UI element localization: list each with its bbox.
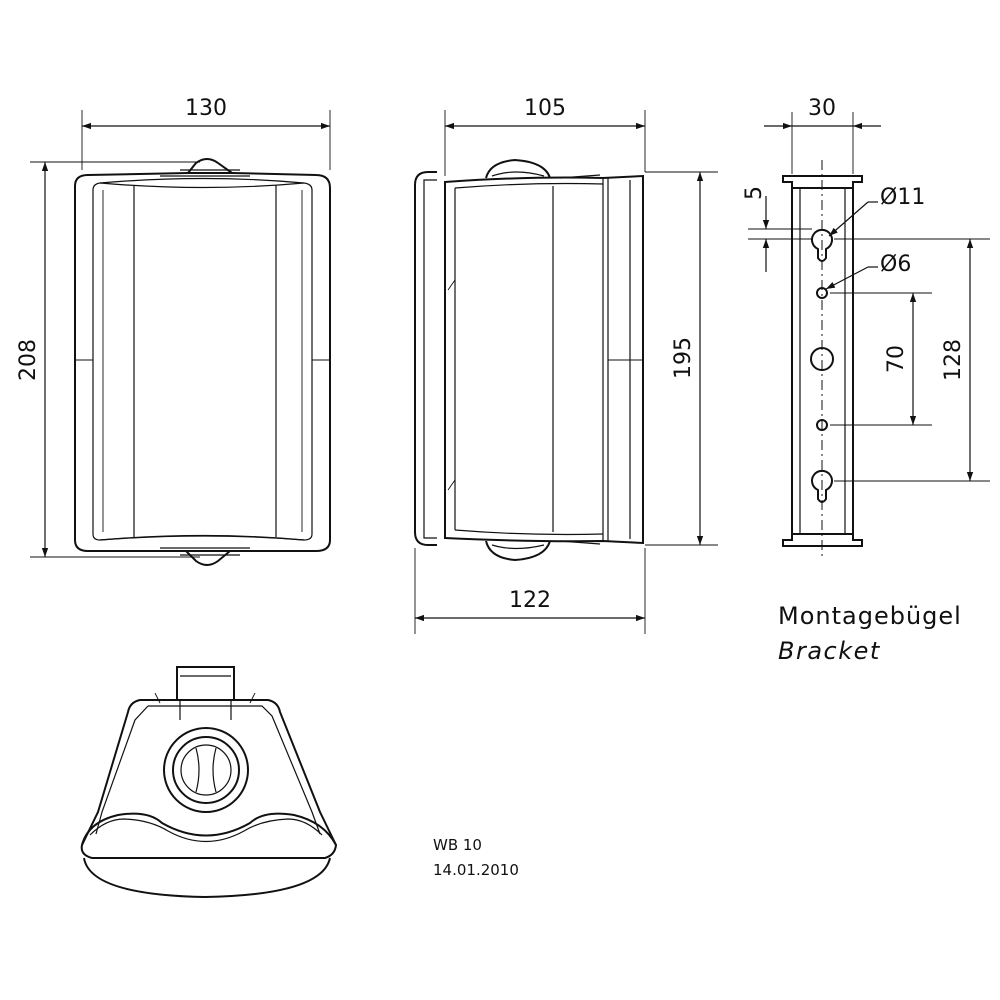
- bracket-label-en: Bracket: [778, 637, 881, 665]
- front-view: [74, 158, 331, 566]
- side-overall-depth-dimension: 122: [414, 548, 646, 634]
- front-height-label: 208: [16, 339, 41, 381]
- bracket-keyhole-spacing-dimension: 128: [834, 238, 990, 482]
- bracket-small-spacing-dimension: 70: [830, 292, 932, 426]
- large-hole-label: Ø11: [880, 185, 925, 210]
- bracket-offset-dimension: 5: [742, 186, 812, 272]
- side-overall-depth-label: 122: [509, 588, 551, 613]
- small-spacing-label: 70: [884, 345, 909, 373]
- keyhole-spacing-label: 128: [941, 339, 966, 381]
- bracket-hole-callouts: Ø11 Ø6: [825, 185, 925, 290]
- bracket-width-label: 30: [808, 96, 836, 121]
- front-width-dimension: 130: [81, 96, 331, 170]
- side-depth-dimension: 105: [444, 96, 646, 176]
- bracket-offset-label: 5: [742, 186, 767, 200]
- bracket-view: [782, 160, 863, 560]
- side-height-label: 195: [671, 337, 696, 379]
- side-height-dimension: 195: [645, 171, 718, 546]
- side-view: [414, 158, 644, 562]
- top-view: [80, 666, 338, 899]
- date-label: 14.01.2010: [433, 861, 519, 879]
- front-height-dimension: 208: [16, 161, 200, 558]
- model-label: WB 10: [433, 836, 482, 854]
- side-depth-label: 105: [524, 96, 566, 121]
- front-width-label: 130: [185, 96, 227, 121]
- bracket-width-dimension: 30: [764, 96, 881, 174]
- bracket-label-de: Montagebügel: [778, 602, 962, 630]
- small-hole-label: Ø6: [880, 252, 911, 277]
